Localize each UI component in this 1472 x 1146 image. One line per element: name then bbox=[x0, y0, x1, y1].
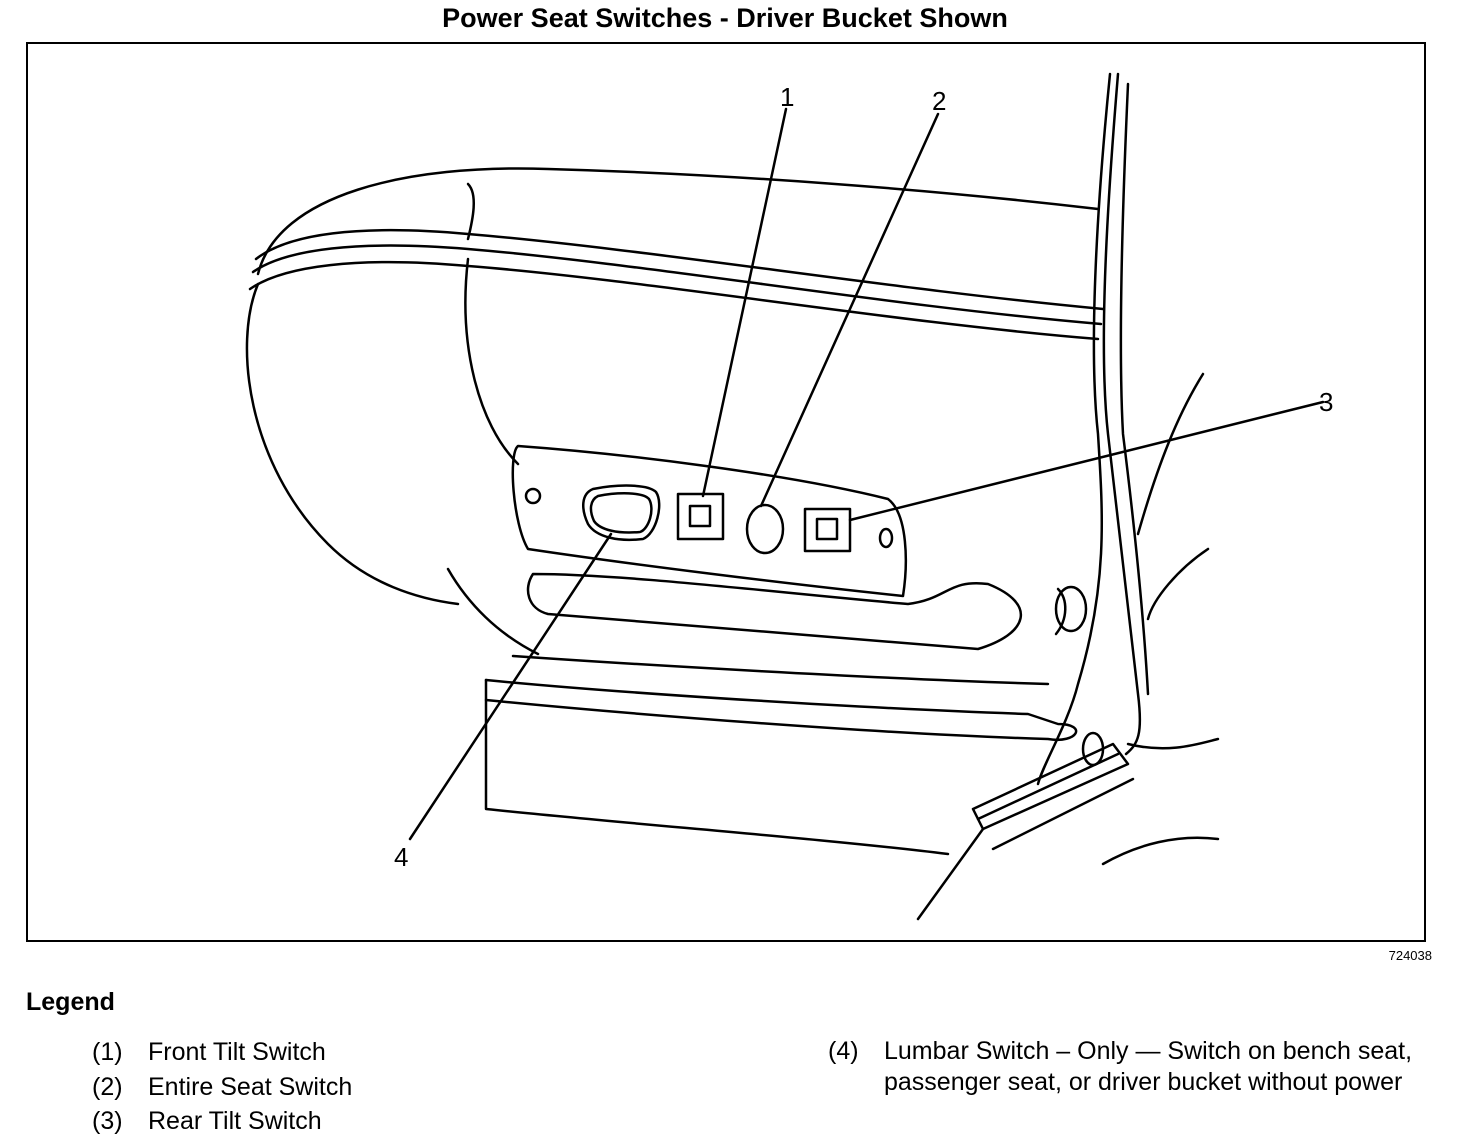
seat-base bbox=[484, 678, 950, 856]
callout-3: 3 bbox=[1319, 387, 1334, 417]
legend-item-text: Lumbar Switch – Only — Switch on bench s… bbox=[884, 1037, 1413, 1096]
leader-line-4 bbox=[408, 532, 613, 841]
seat-piping-mid bbox=[251, 244, 1103, 326]
seat-inner-bolster bbox=[464, 257, 520, 466]
callout-4: 4 bbox=[394, 842, 409, 872]
background-contour bbox=[1136, 372, 1205, 536]
seat-illustration bbox=[245, 72, 1325, 921]
seat-side-trim bbox=[526, 572, 1022, 651]
seat-piping-lower bbox=[248, 260, 1100, 341]
switch-panel bbox=[511, 444, 907, 598]
legend-item-text: Front Tilt Switch bbox=[148, 1038, 326, 1066]
legend-item-number: (3) bbox=[92, 1107, 123, 1135]
seat-back-frame bbox=[1102, 72, 1142, 756]
seat-piping-upper bbox=[254, 228, 1105, 311]
legend-heading: Legend bbox=[26, 988, 115, 1016]
leader-line-2 bbox=[759, 112, 940, 508]
leader-line-3 bbox=[848, 400, 1325, 522]
seat-cushion-seam bbox=[466, 182, 475, 241]
leader-line-1 bbox=[701, 107, 788, 498]
legend-item: (1) Front Tilt Switch bbox=[92, 1037, 492, 1068]
front-tilt-switch-icon bbox=[676, 492, 725, 541]
legend-item: (3) Rear Tilt Switch bbox=[92, 1106, 492, 1137]
diagram-frame: 1 2 3 4 bbox=[26, 42, 1426, 942]
legend-item-number: (1) bbox=[92, 1038, 123, 1066]
legend-item: (2) Entire Seat Switch bbox=[92, 1072, 492, 1103]
recliner-knob-icon bbox=[1054, 585, 1088, 633]
legend-item-text: Rear Tilt Switch bbox=[148, 1107, 322, 1135]
diagram-title: Power Seat Switches - Driver Bucket Show… bbox=[442, 3, 1008, 33]
seat-bolster-fold bbox=[446, 567, 540, 656]
figure-id: 724038 bbox=[1388, 948, 1432, 963]
panel-screw-left-icon bbox=[524, 487, 542, 505]
legend-item-number: (2) bbox=[92, 1073, 123, 1101]
panel-screw-right-icon bbox=[878, 527, 894, 549]
entire-seat-switch-icon bbox=[745, 503, 785, 555]
legend-item-number: (4) bbox=[828, 1037, 859, 1065]
seat-left-bolster bbox=[245, 282, 460, 606]
rear-tilt-switch-icon bbox=[803, 507, 852, 553]
callout-2: 2 bbox=[932, 86, 947, 116]
lumbar-switch-icon bbox=[582, 484, 661, 541]
seat-track-rail bbox=[971, 742, 1130, 831]
legend-item-text: Entire Seat Switch bbox=[148, 1073, 353, 1101]
legend-item: (4) Lumbar Switch – Only — Switch on ben… bbox=[828, 1036, 1428, 1136]
callout-1: 1 bbox=[780, 82, 795, 112]
seat-cushion-outline bbox=[256, 167, 1100, 276]
